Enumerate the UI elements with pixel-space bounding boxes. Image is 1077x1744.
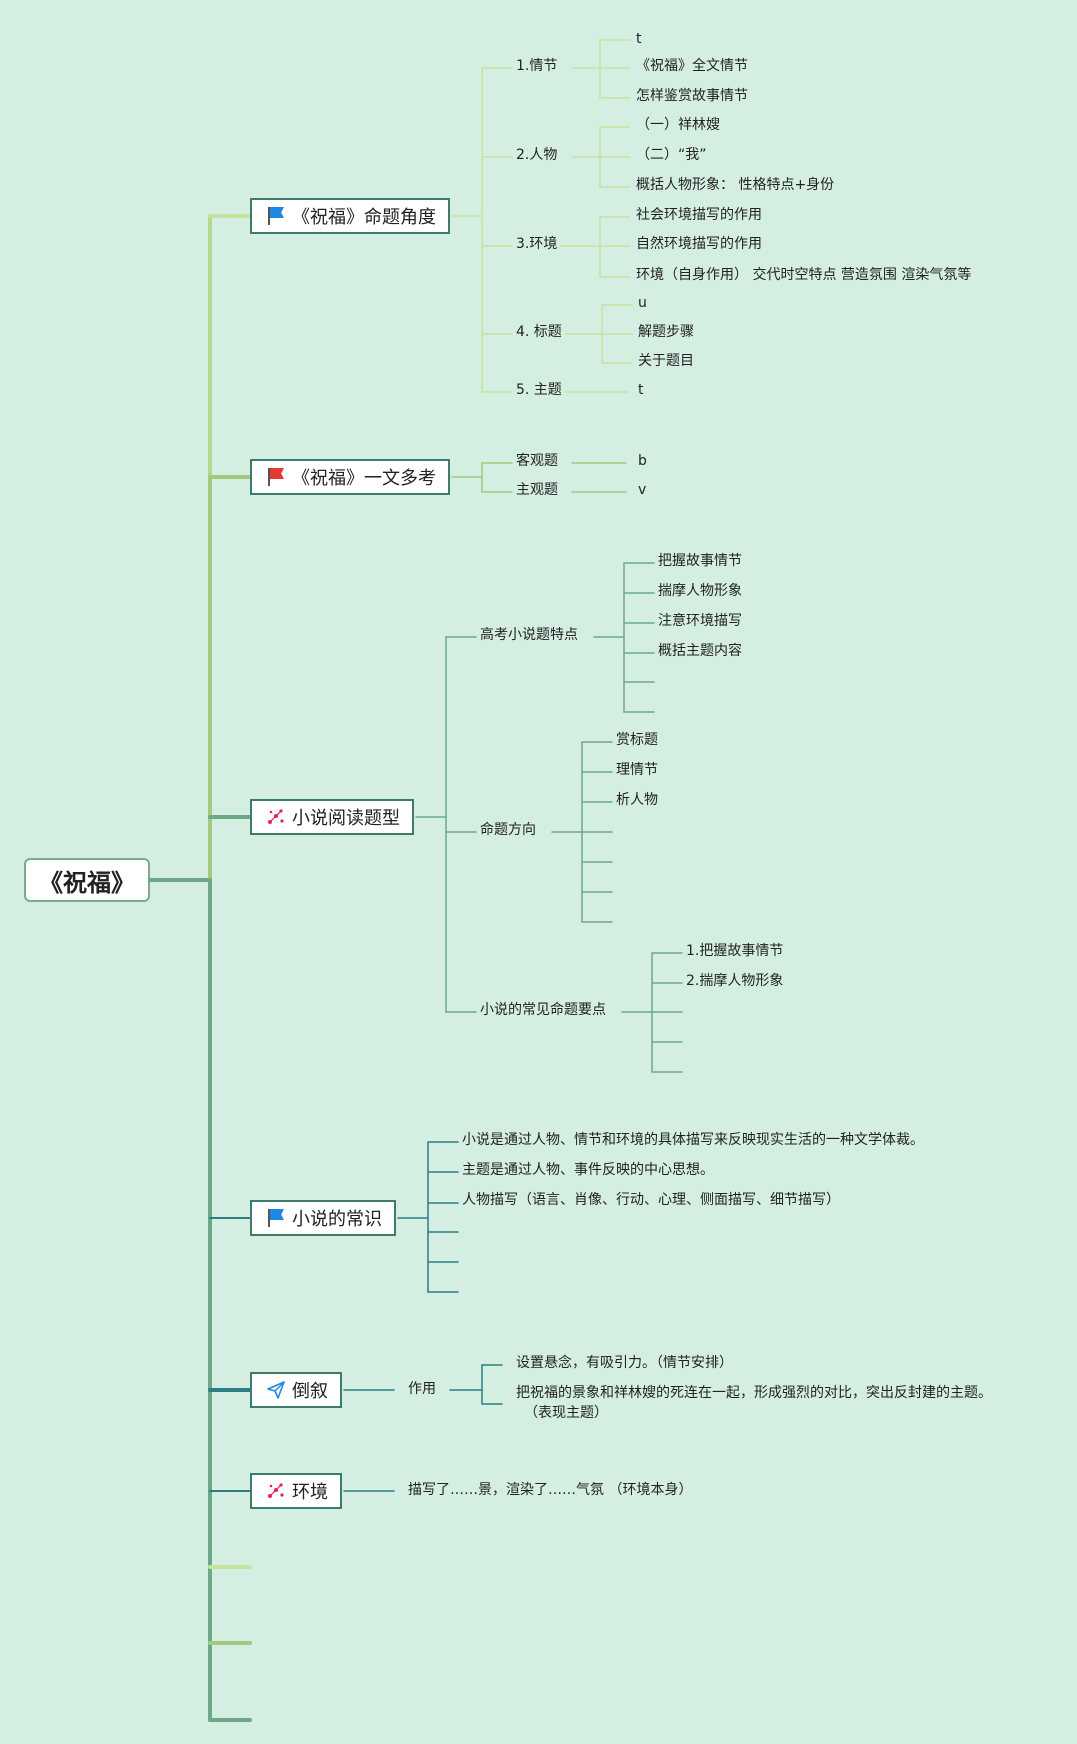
sub-environment[interactable]: 3.环境 [516,236,558,252]
leaf[interactable]: t [638,382,644,398]
blue-flag-icon [266,1208,286,1228]
leaf[interactable]: 怎样鉴赏故事情节 [636,88,748,104]
sub-objective[interactable]: 客观题 [516,453,558,469]
sub-subjective[interactable]: 主观题 [516,482,558,498]
red-flag-icon [266,467,286,487]
branch-question-types[interactable]: 小说阅读题型 [250,799,414,835]
root-label: 《祝福》 [39,868,135,897]
branch-label: 《祝福》命题角度 [292,207,436,228]
sub-title[interactable]: 4. 标题 [516,324,562,340]
leaf[interactable]: 概括主题内容 [658,643,742,659]
branch-flashback[interactable]: 倒叙 [250,1372,342,1408]
leaf[interactable]: 把祝福的景象和祥林嫂的死连在一起，形成强烈的对比，突出反封建的主题。 [516,1385,992,1401]
blue-flag-icon [266,206,286,226]
branch-label: 《祝福》一文多考 [292,468,436,489]
leaf[interactable]: （二）“我” [636,147,707,163]
leaf[interactable]: 社会环境描写的作用 [636,207,762,223]
leaf[interactable]: 《祝福》全文情节 [636,58,748,74]
sub-theme[interactable]: 5. 主题 [516,382,562,398]
root-node[interactable]: 《祝福》 [24,858,150,902]
branch-novel-knowledge[interactable]: 小说的常识 [250,1200,396,1236]
branch-environment[interactable]: 环境 [250,1473,342,1509]
leaf[interactable]: 关于题目 [638,353,694,369]
leaf[interactable]: 描写了……景，渲染了……气氛 （环境本身） [408,1482,693,1498]
sub-key-points[interactable]: 小说的常见命题要点 [480,1002,606,1018]
leaf[interactable]: 揣摩人物形象 [658,583,742,599]
leaf[interactable]: 2.揣摩人物形象 [686,973,784,989]
leaf[interactable]: 人物描写（语言、肖像、行动、心理、侧面描写、细节描写） [462,1192,840,1208]
leaf[interactable]: t [636,31,642,47]
branch-label: 小说的常识 [292,1209,382,1230]
paper-plane-icon [266,1380,286,1400]
branch-topic-angles[interactable]: 《祝福》命题角度 [250,198,450,234]
branch-label: 小说阅读题型 [292,808,400,829]
leaf[interactable]: 主题是通过人物、事件反映的中心思想。 [462,1162,714,1178]
leaf[interactable]: 小说是通过人物、情节和环境的具体描写来反映现实生活的一种文学体裁。 [462,1132,924,1148]
leaf[interactable]: 把握故事情节 [658,553,742,569]
branch-label: 环境 [292,1482,328,1503]
leaf[interactable]: 环境（自身作用） 交代时空特点 营造氛围 渲染气氛等 [636,267,972,283]
leaf[interactable]: 自然环境描写的作用 [636,236,762,252]
sub-features[interactable]: 高考小说题特点 [480,627,578,643]
leaf[interactable]: b [638,453,647,469]
leaf[interactable]: 析人物 [616,792,658,808]
leaf[interactable]: v [638,482,647,498]
leaf[interactable]: 注意环境描写 [658,613,742,629]
leaf[interactable]: （表现主题） [524,1405,608,1421]
branch-label: 倒叙 [292,1381,328,1402]
branch-multi-exam[interactable]: 《祝福》一文多考 [250,459,450,495]
sparkle-icon [266,1481,286,1501]
leaf[interactable]: u [638,295,647,311]
sub-character[interactable]: 2.人物 [516,147,558,163]
sparkle-icon [266,807,286,827]
leaf[interactable]: 理情节 [616,762,658,778]
leaf[interactable]: 1.把握故事情节 [686,943,784,959]
leaf[interactable]: 赏标题 [616,732,658,748]
leaf[interactable]: 设置悬念，有吸引力。（情节安排） [516,1355,733,1371]
leaf[interactable]: 概括人物形象： 性格特点+身份 [636,177,835,193]
sub-direction[interactable]: 命题方向 [480,822,536,838]
leaf[interactable]: （一）祥林嫂 [636,117,720,133]
sub-function[interactable]: 作用 [408,1381,436,1397]
sub-plot[interactable]: 1.情节 [516,58,558,74]
leaf[interactable]: 解题步骤 [638,324,694,340]
